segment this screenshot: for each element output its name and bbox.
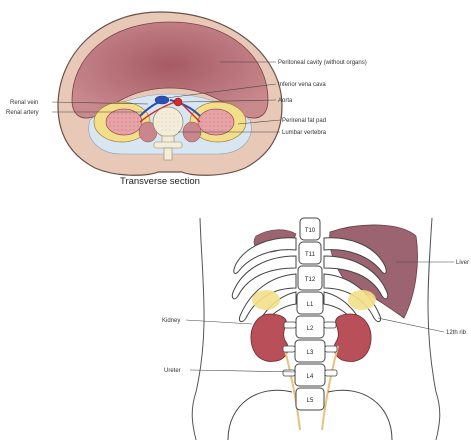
label-peritoneal-cavity: Peritoneal cavity (without organs) — [278, 60, 367, 66]
kidney-right-posterior — [334, 314, 371, 361]
label-aorta: Aorta — [278, 98, 293, 104]
vertebra-t10: T10 — [305, 228, 316, 234]
label-liver: Liver — [456, 260, 469, 266]
vertebra-l1: L1 — [307, 302, 314, 308]
vertebra-l4: L4 — [307, 374, 314, 380]
fat-pad-left — [252, 290, 280, 310]
kidney-right-tissue — [199, 110, 233, 134]
fat-pad-right — [348, 290, 376, 310]
label-renal-vein: Renal vein — [10, 100, 38, 106]
label-ureter: Ureter — [164, 368, 181, 374]
inferior-vena-cava — [155, 96, 169, 104]
label-perirenal-fat-pad: Perirenal fat pad — [282, 118, 326, 124]
transverse-section: Peritoneal cavity (without organs) Infer… — [6, 12, 367, 187]
label-renal-artery: Renal artery — [6, 110, 39, 116]
vertebra-t12: T12 — [305, 277, 316, 283]
vertebra-l3: L3 — [307, 350, 314, 356]
posterior-view: T10 T11 T12 L1 L2 L3 L4 L5 Liver Kidney … — [162, 218, 469, 440]
label-kidney: Kidney — [162, 318, 180, 324]
label-lumbar-vertebra: Lumbar vertebra — [282, 130, 327, 136]
caption-transverse-section: Transverse section — [120, 176, 200, 187]
torso-outline — [192, 218, 204, 440]
kidney-left-posterior — [251, 314, 288, 361]
label-inferior-vena-cava: Inferior vena cava — [278, 82, 326, 88]
aorta — [174, 98, 182, 106]
label-12th-rib: 12th rib — [446, 330, 467, 336]
vertebra-t11: T11 — [305, 252, 316, 258]
vertebra-l5: L5 — [307, 398, 314, 404]
kidney-left-tissue — [107, 110, 141, 134]
vertebra-l2: L2 — [307, 326, 314, 332]
